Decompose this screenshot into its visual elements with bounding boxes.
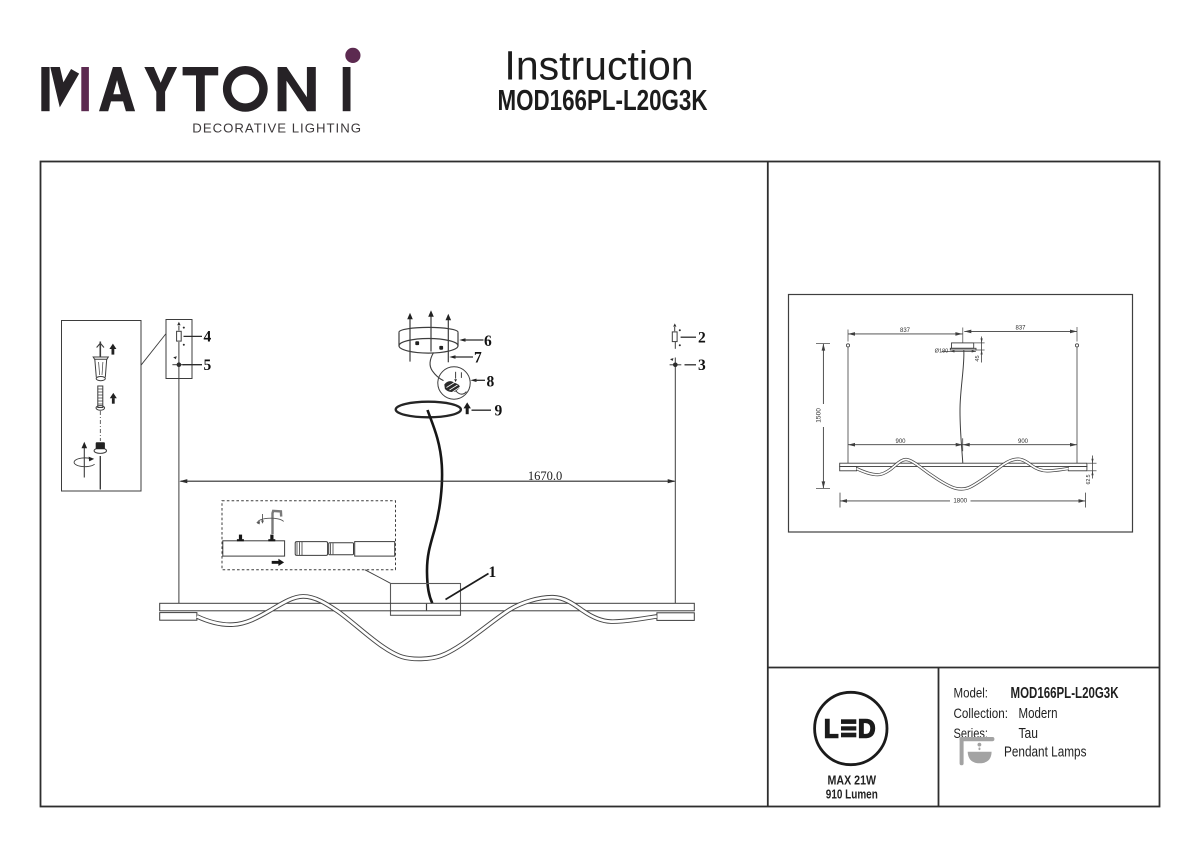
svg-text:Modern: Modern	[1019, 706, 1058, 722]
svg-text:900: 900	[1018, 439, 1029, 445]
svg-text:7: 7	[474, 350, 482, 367]
svg-text:Ø180: Ø180	[935, 349, 949, 355]
svg-text:837: 837	[900, 328, 911, 334]
svg-text:5: 5	[204, 357, 212, 374]
svg-text:45: 45	[975, 355, 981, 361]
svg-text:DECORATIVE LIGHTING: DECORATIVE LIGHTING	[192, 121, 362, 136]
svg-text:1800: 1800	[953, 498, 967, 505]
svg-text:2: 2	[698, 329, 706, 346]
svg-text:MOD166PL-L20G3K: MOD166PL-L20G3K	[1011, 685, 1119, 702]
svg-text:Tau: Tau	[1019, 726, 1039, 742]
svg-text:6: 6	[484, 333, 492, 350]
svg-text:1500: 1500	[815, 408, 822, 423]
svg-text:Collection:: Collection:	[954, 705, 1009, 721]
svg-text:MAX 21W: MAX 21W	[828, 772, 877, 787]
svg-text:Instruction: Instruction	[504, 43, 693, 89]
svg-text:MOD166PL-L20G3K: MOD166PL-L20G3K	[498, 85, 708, 117]
svg-text:900: 900	[895, 439, 906, 445]
svg-text:837: 837	[1015, 326, 1026, 332]
svg-text:910 Lumen: 910 Lumen	[826, 787, 878, 802]
svg-text:L: L	[824, 715, 839, 743]
svg-text:Pendant Lamps: Pendant Lamps	[1004, 743, 1087, 760]
svg-text:4: 4	[204, 329, 212, 346]
svg-text:62.5: 62.5	[1086, 474, 1092, 484]
svg-text:8: 8	[487, 374, 495, 391]
svg-text:D: D	[858, 715, 876, 743]
svg-text:Model:: Model:	[954, 685, 989, 701]
svg-text:3: 3	[698, 357, 706, 374]
svg-text:1: 1	[489, 564, 497, 581]
svg-text:1670.0: 1670.0	[528, 469, 562, 483]
svg-text:9: 9	[495, 402, 503, 419]
